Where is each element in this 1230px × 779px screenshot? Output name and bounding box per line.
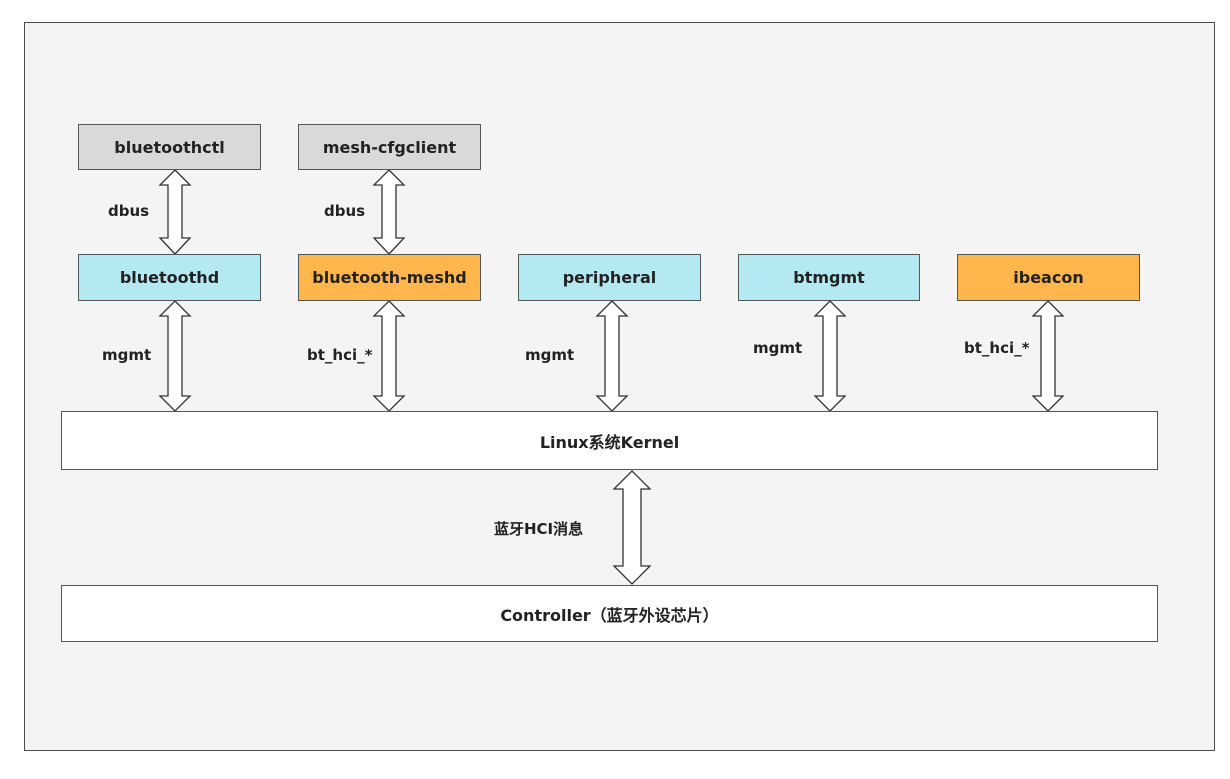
edge-label-dbus: dbus	[108, 202, 150, 220]
node-label: bluetoothctl	[114, 137, 225, 157]
node-mesh-cfgclient: mesh-cfgclient	[298, 124, 481, 170]
node-label: bluetoothd	[119, 268, 220, 287]
edge-label-hci-message: 蓝牙HCI消息	[494, 520, 584, 538]
edge-label-mgmt: mgmt	[753, 339, 803, 357]
node-label: peripheral	[562, 268, 657, 287]
edge-label-mgmt: mgmt	[525, 346, 575, 364]
node-bluetoothd: bluetoothd	[78, 254, 261, 301]
node-label: btmgmt	[793, 268, 865, 287]
node-label: mesh-cfgclient	[322, 137, 457, 157]
arrow-peripheral-kernel	[595, 300, 629, 412]
layer-kernel: Linux系统Kernel	[61, 411, 1158, 470]
node-peripheral: peripheral	[518, 254, 701, 301]
arrow-bluetoothctl-bluetoothd	[158, 169, 192, 255]
arrow-ibeacon-kernel	[1031, 300, 1065, 412]
edge-label-bt-hci: bt_hci_*	[307, 346, 373, 364]
edge-label-dbus: dbus	[324, 202, 366, 220]
layer-label: Linux系统Kernel	[539, 432, 680, 452]
node-ibeacon: ibeacon	[957, 254, 1140, 301]
edge-label-mgmt: mgmt	[102, 346, 152, 364]
edge-label-bt-hci: bt_hci_*	[964, 339, 1030, 357]
arrow-bluetoothd-kernel	[158, 300, 192, 412]
node-label: ibeacon	[1013, 268, 1084, 287]
node-bluetooth-meshd: bluetooth-meshd	[298, 254, 481, 301]
node-btmgmt: btmgmt	[738, 254, 920, 301]
node-bluetoothctl: bluetoothctl	[78, 124, 261, 170]
arrow-meshd-kernel	[372, 300, 406, 412]
layer-label: Controller（蓝牙外设芯片）	[500, 605, 719, 625]
arrow-btmgmt-kernel	[813, 300, 847, 412]
node-label: bluetooth-meshd	[312, 268, 467, 287]
arrow-mesh-cfgclient-meshd	[372, 169, 406, 255]
arrow-kernel-controller	[612, 470, 652, 585]
layer-controller: Controller（蓝牙外设芯片）	[61, 585, 1158, 642]
